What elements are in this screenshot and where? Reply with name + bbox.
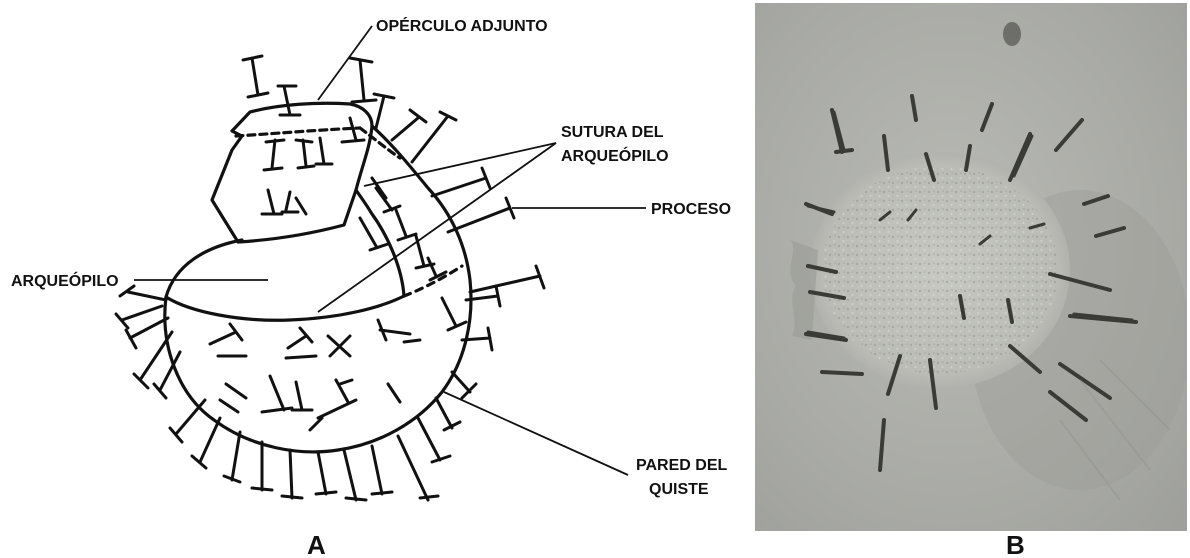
leader-suture-2 [318,143,556,312]
panel-a-label: A [307,530,326,558]
wall-processes [116,94,544,500]
label-operculum: OPÉRCULO ADJUNTO [376,16,548,35]
label-wall-line2: QUISTE [649,481,709,498]
panel-a-drawing: OPÉRCULO ADJUNTO SUTURA DEL ARQUEÓPILO P… [11,16,731,558]
panel-b-label: B [1006,530,1025,558]
archeopyle-rim [166,240,242,297]
label-process: PROCESO [651,201,731,218]
leader-wall [444,392,628,475]
panel-b-micrograph: B [755,3,1190,558]
archeopyle-rim-lower [166,296,404,320]
label-suture-line2: ARQUEÓPILO [561,146,669,165]
operculum-dashed-suture [236,128,360,136]
label-suture-line1: SUTURA DEL [561,124,664,141]
operculum-plate [212,103,372,242]
cyst-texture [822,166,1058,374]
cyst-wall-outline [165,126,471,452]
front-processes [210,320,420,430]
debris-speck [1003,22,1021,46]
label-wall-line1: PARED DEL [636,457,727,474]
label-archeopyle: ARQUEÓPILO [11,271,119,290]
